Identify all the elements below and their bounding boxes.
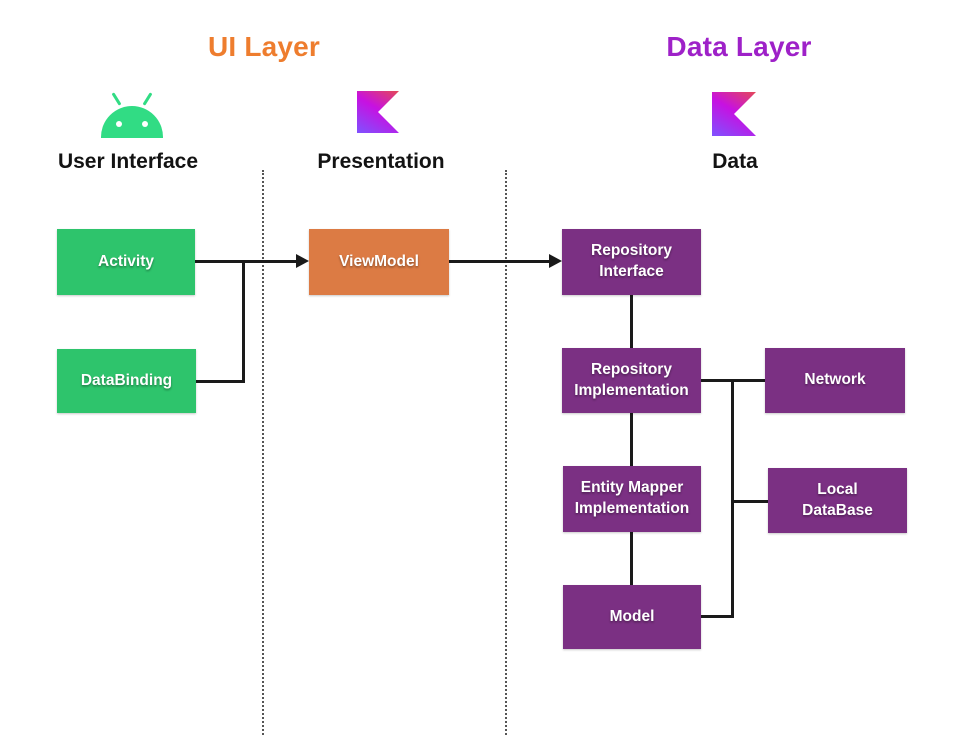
node-model: Model (563, 585, 701, 649)
android-robot-icon (101, 91, 163, 138)
connector-junction-vertical (242, 260, 245, 383)
node-repository-implementation: Repository Implementation (562, 348, 701, 413)
android-eye (116, 121, 122, 127)
kotlin-logo-icon (357, 91, 399, 133)
node-activity: Activity (57, 229, 195, 295)
node-databinding: DataBinding (57, 349, 196, 413)
android-head (101, 106, 163, 138)
arrowhead-into-repository-interface (549, 254, 562, 268)
android-antenna (142, 92, 153, 106)
ui-layer-heading: UI Layer (207, 31, 321, 62)
connector-branch-localdatabase (733, 500, 768, 503)
connector-repointerface-repoimpl (630, 295, 633, 348)
section-label-data: Data (712, 150, 758, 173)
node-local-database: Local DataBase (768, 468, 907, 533)
divider-ui-presentation (262, 170, 264, 735)
node-entity-mapper-implementation: Entity Mapper Implementation (563, 466, 701, 532)
node-network: Network (765, 348, 905, 413)
android-eye (142, 121, 148, 127)
data-layer-heading: Data Layer (666, 31, 812, 62)
divider-presentation-data (505, 170, 507, 735)
connector-repoimpl-entitymapper (630, 412, 633, 466)
section-label-presentation: Presentation (317, 150, 445, 173)
arrowhead-into-viewmodel (296, 254, 309, 268)
connector-databinding-junction (196, 380, 245, 383)
connector-model-branch (701, 615, 733, 618)
node-viewmodel: ViewModel (309, 229, 449, 295)
connector-entitymapper-model (630, 532, 633, 585)
connector-activity-viewmodel (195, 260, 298, 263)
connector-viewmodel-repository (449, 260, 550, 263)
section-label-user-interface: User Interface (57, 150, 199, 173)
connector-right-branch-vertical (731, 379, 734, 618)
android-antenna (111, 92, 122, 106)
node-repository-interface: Repository Interface (562, 229, 701, 295)
kotlin-logo-icon (712, 92, 756, 136)
